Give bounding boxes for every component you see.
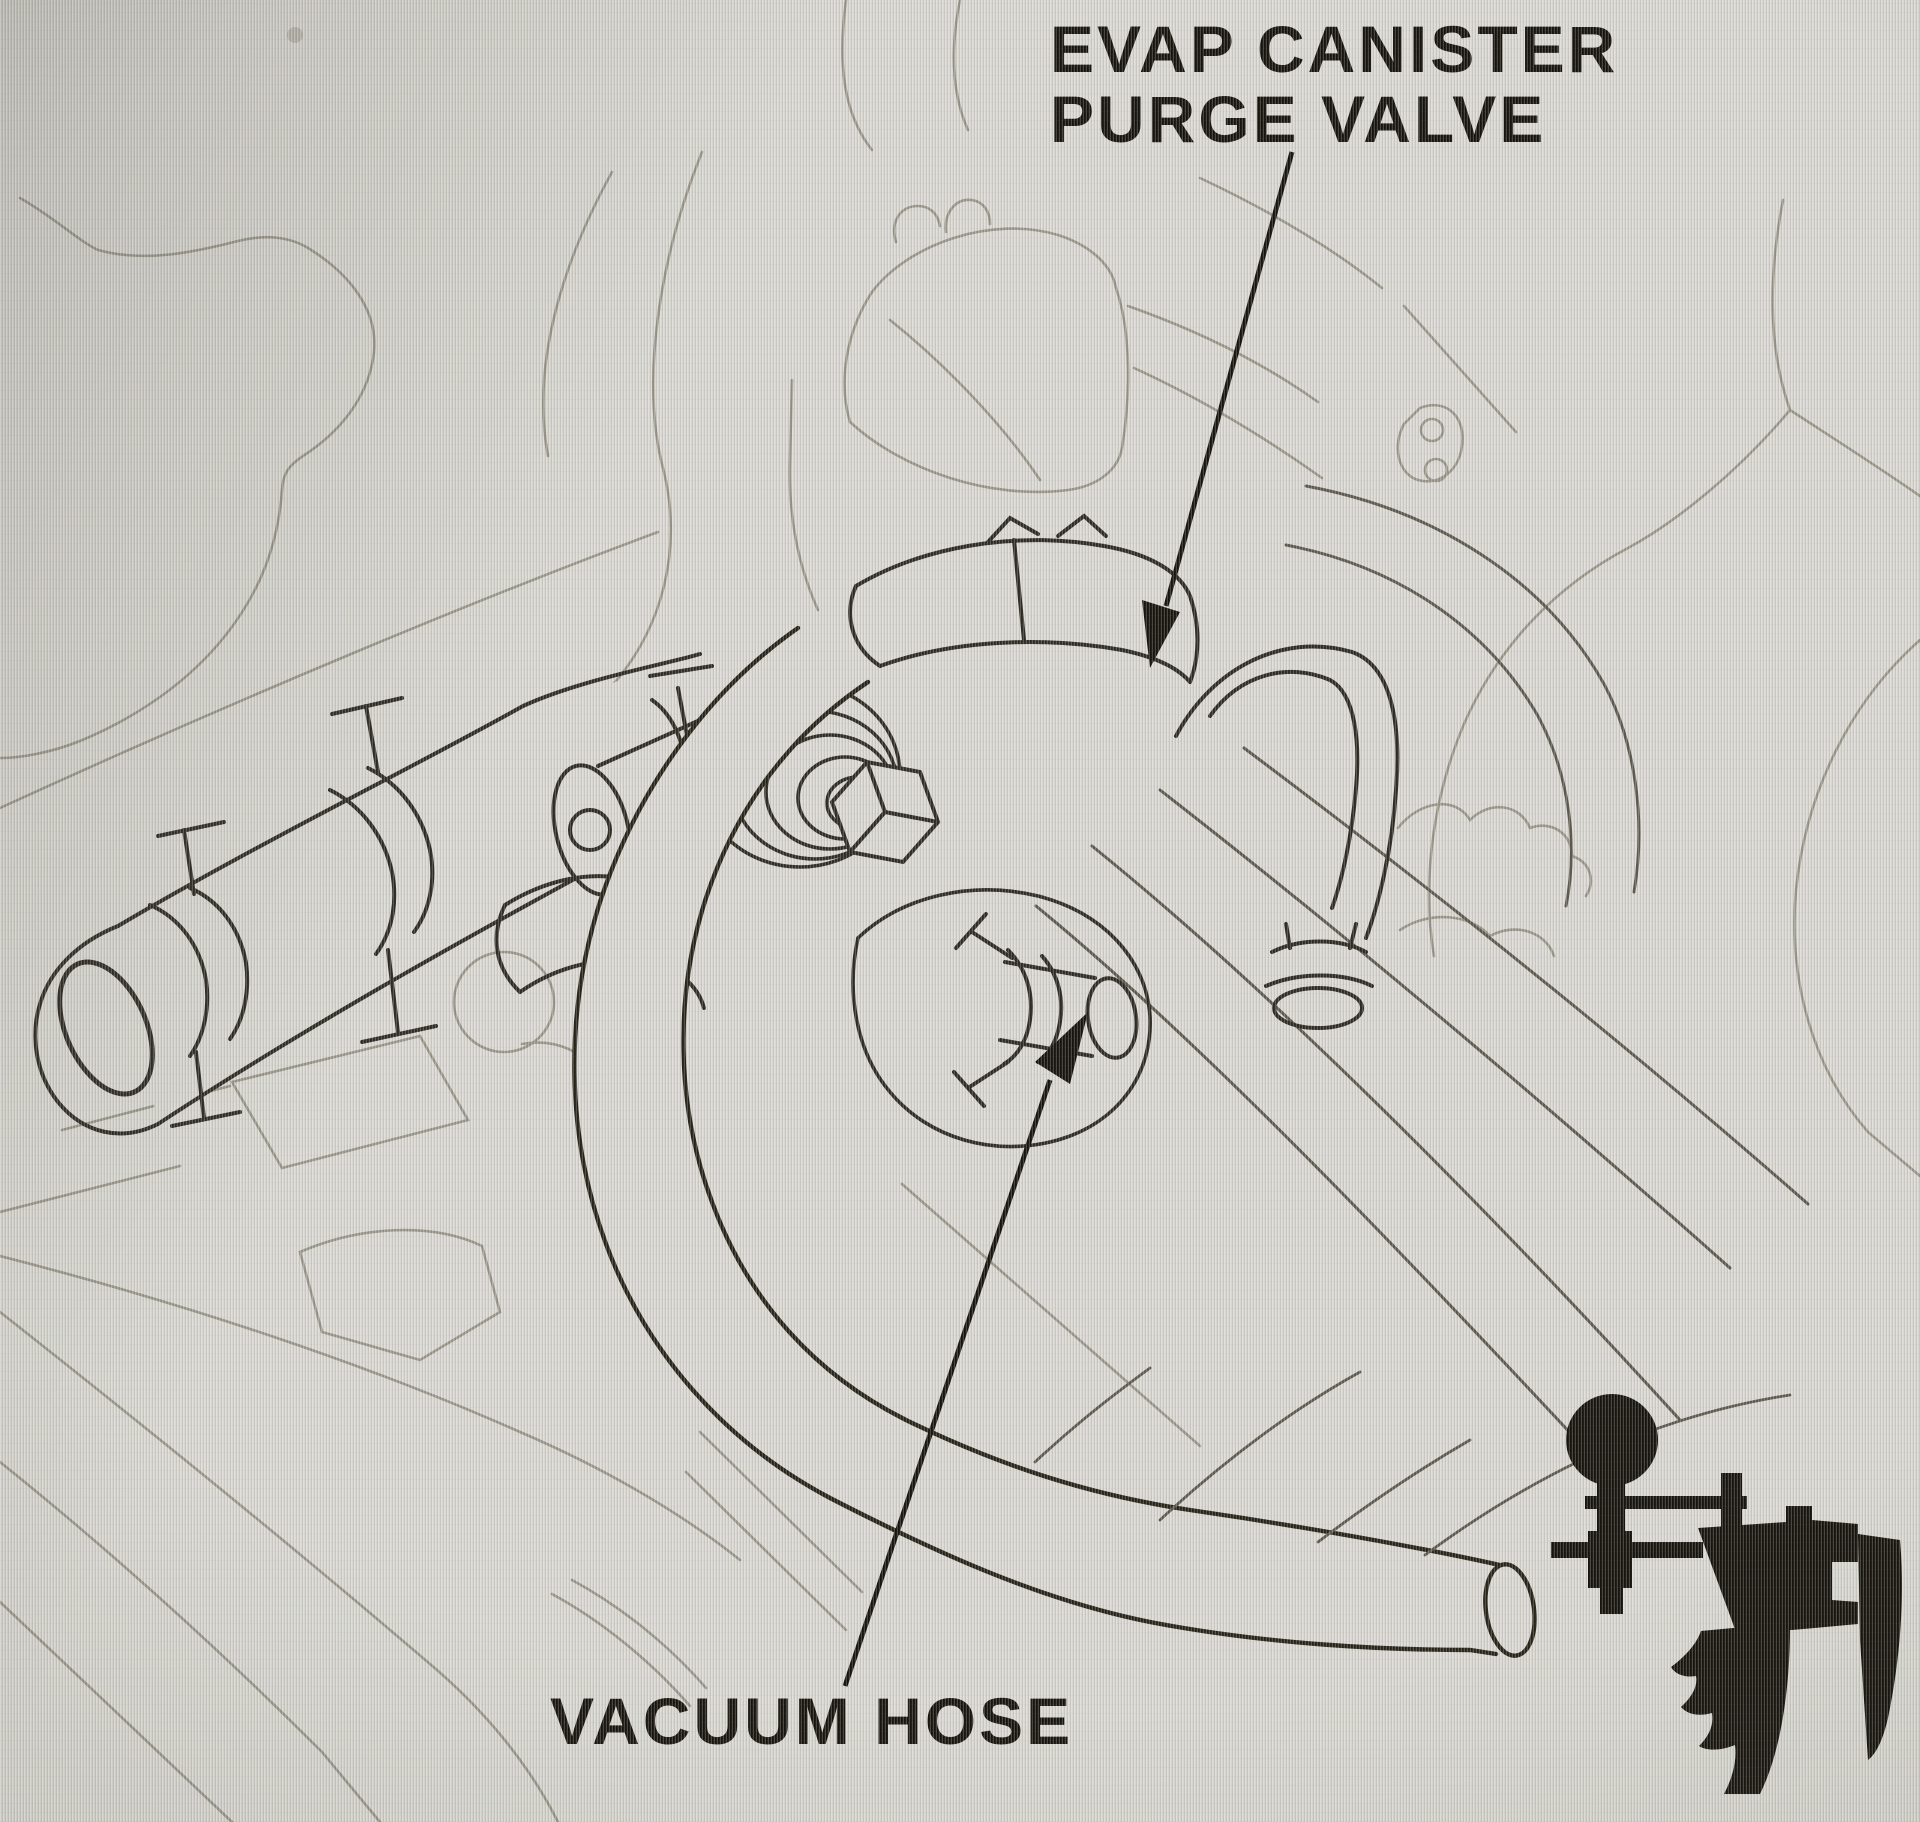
pump-handle-blade	[1858, 1534, 1902, 1760]
loop-hose	[1174, 644, 1400, 1030]
callout-vacuum-hose: VACUUM HOSE	[550, 1686, 1073, 1756]
callout-evap-canister-purge-valve: EVAP CANISTER PURGE VALVE	[1050, 14, 1618, 154]
port-opening	[1085, 976, 1139, 1060]
left-hose-opening	[57, 959, 155, 1097]
callout-line-2: PURGE VALVE	[1050, 82, 1547, 156]
firewall-pipe-lines	[1034, 484, 1810, 1454]
pump-body	[1698, 1506, 1858, 1632]
leader-arrow-purge-valve	[1142, 151, 1295, 668]
left-hose-assembly	[33, 652, 730, 1136]
gauge-dial	[1566, 1394, 1658, 1486]
pump-grip	[1671, 1626, 1790, 1794]
vacuum-hose-opening	[1483, 1562, 1537, 1658]
hex-bolt	[829, 759, 941, 865]
callout-line-1: EVAP CANISTER	[1050, 12, 1619, 86]
vacuum-pump-gauge-icon	[1551, 1394, 1902, 1794]
callout-line-1: VACUUM HOSE	[550, 1684, 1074, 1758]
leader-arrow-vacuum-hose	[842, 1012, 1088, 1687]
vacuum-hose-fill	[574, 628, 1504, 1654]
arrowhead-down-icon	[1142, 600, 1180, 668]
vacuum-hose-port	[952, 912, 1139, 1108]
arrowhead-up-icon	[1035, 1012, 1088, 1084]
valve-body	[848, 513, 1200, 684]
vacuum-hose	[572, 625, 1792, 1658]
mounting-plate	[851, 888, 1152, 1149]
